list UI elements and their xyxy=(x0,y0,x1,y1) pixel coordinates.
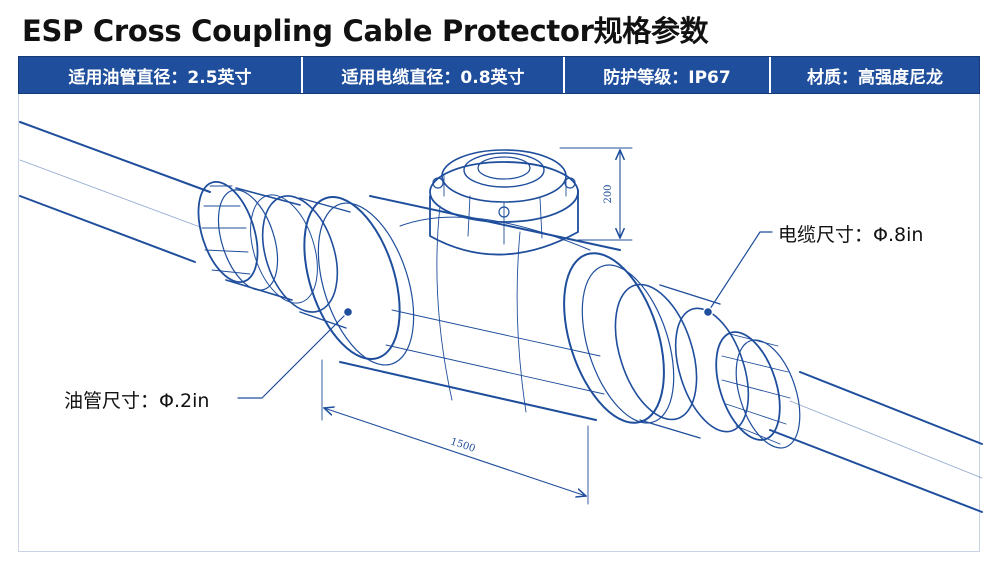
left-cable xyxy=(19,121,211,263)
left-gland xyxy=(197,180,351,329)
page-title: ESP Cross Coupling Cable Protector规格参数 xyxy=(22,14,709,48)
spec-bar: 适用油管直径：2.5英寸 适用电缆直径：0.8英寸 防护等级：IP67 材质：高… xyxy=(18,56,980,94)
tubing-size-callout: 油管尺寸：Φ.2in xyxy=(64,390,210,412)
spec-material: 材质：高强度尼龙 xyxy=(807,67,943,88)
height-dimension-label: 200 xyxy=(603,184,614,203)
spec-tubing-diameter: 适用油管直径：2.5英寸 xyxy=(19,57,303,93)
right-cable xyxy=(769,371,983,513)
spec-protection-rating: 防护等级：IP67 xyxy=(565,57,771,93)
length-dimension xyxy=(321,359,589,505)
spec-cable-diameter: 适用电缆直径：0.8英寸 xyxy=(303,57,565,93)
top-port xyxy=(429,149,579,256)
tubing-leader xyxy=(237,306,354,399)
right-gland xyxy=(614,283,801,449)
cable-leader xyxy=(702,231,773,318)
length-dimension-label: 1500 xyxy=(449,436,477,454)
cable-size-callout: 电缆尺寸：Φ.8in xyxy=(778,224,924,246)
height-dimension xyxy=(559,147,633,241)
